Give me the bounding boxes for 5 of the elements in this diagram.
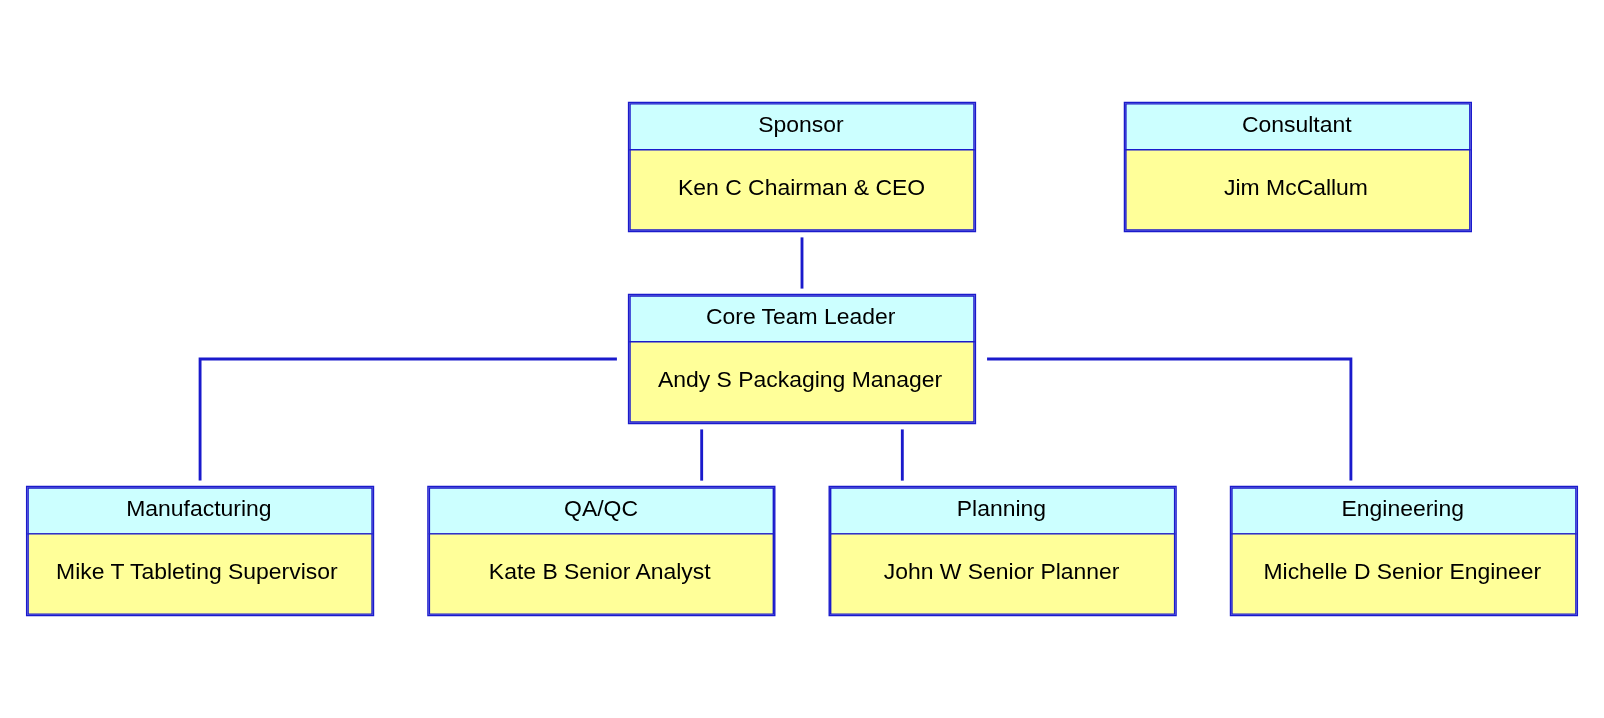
connector [900, 429, 904, 481]
connector [700, 429, 704, 481]
connector [800, 237, 804, 289]
connector [198, 357, 617, 481]
connector [987, 357, 1353, 481]
